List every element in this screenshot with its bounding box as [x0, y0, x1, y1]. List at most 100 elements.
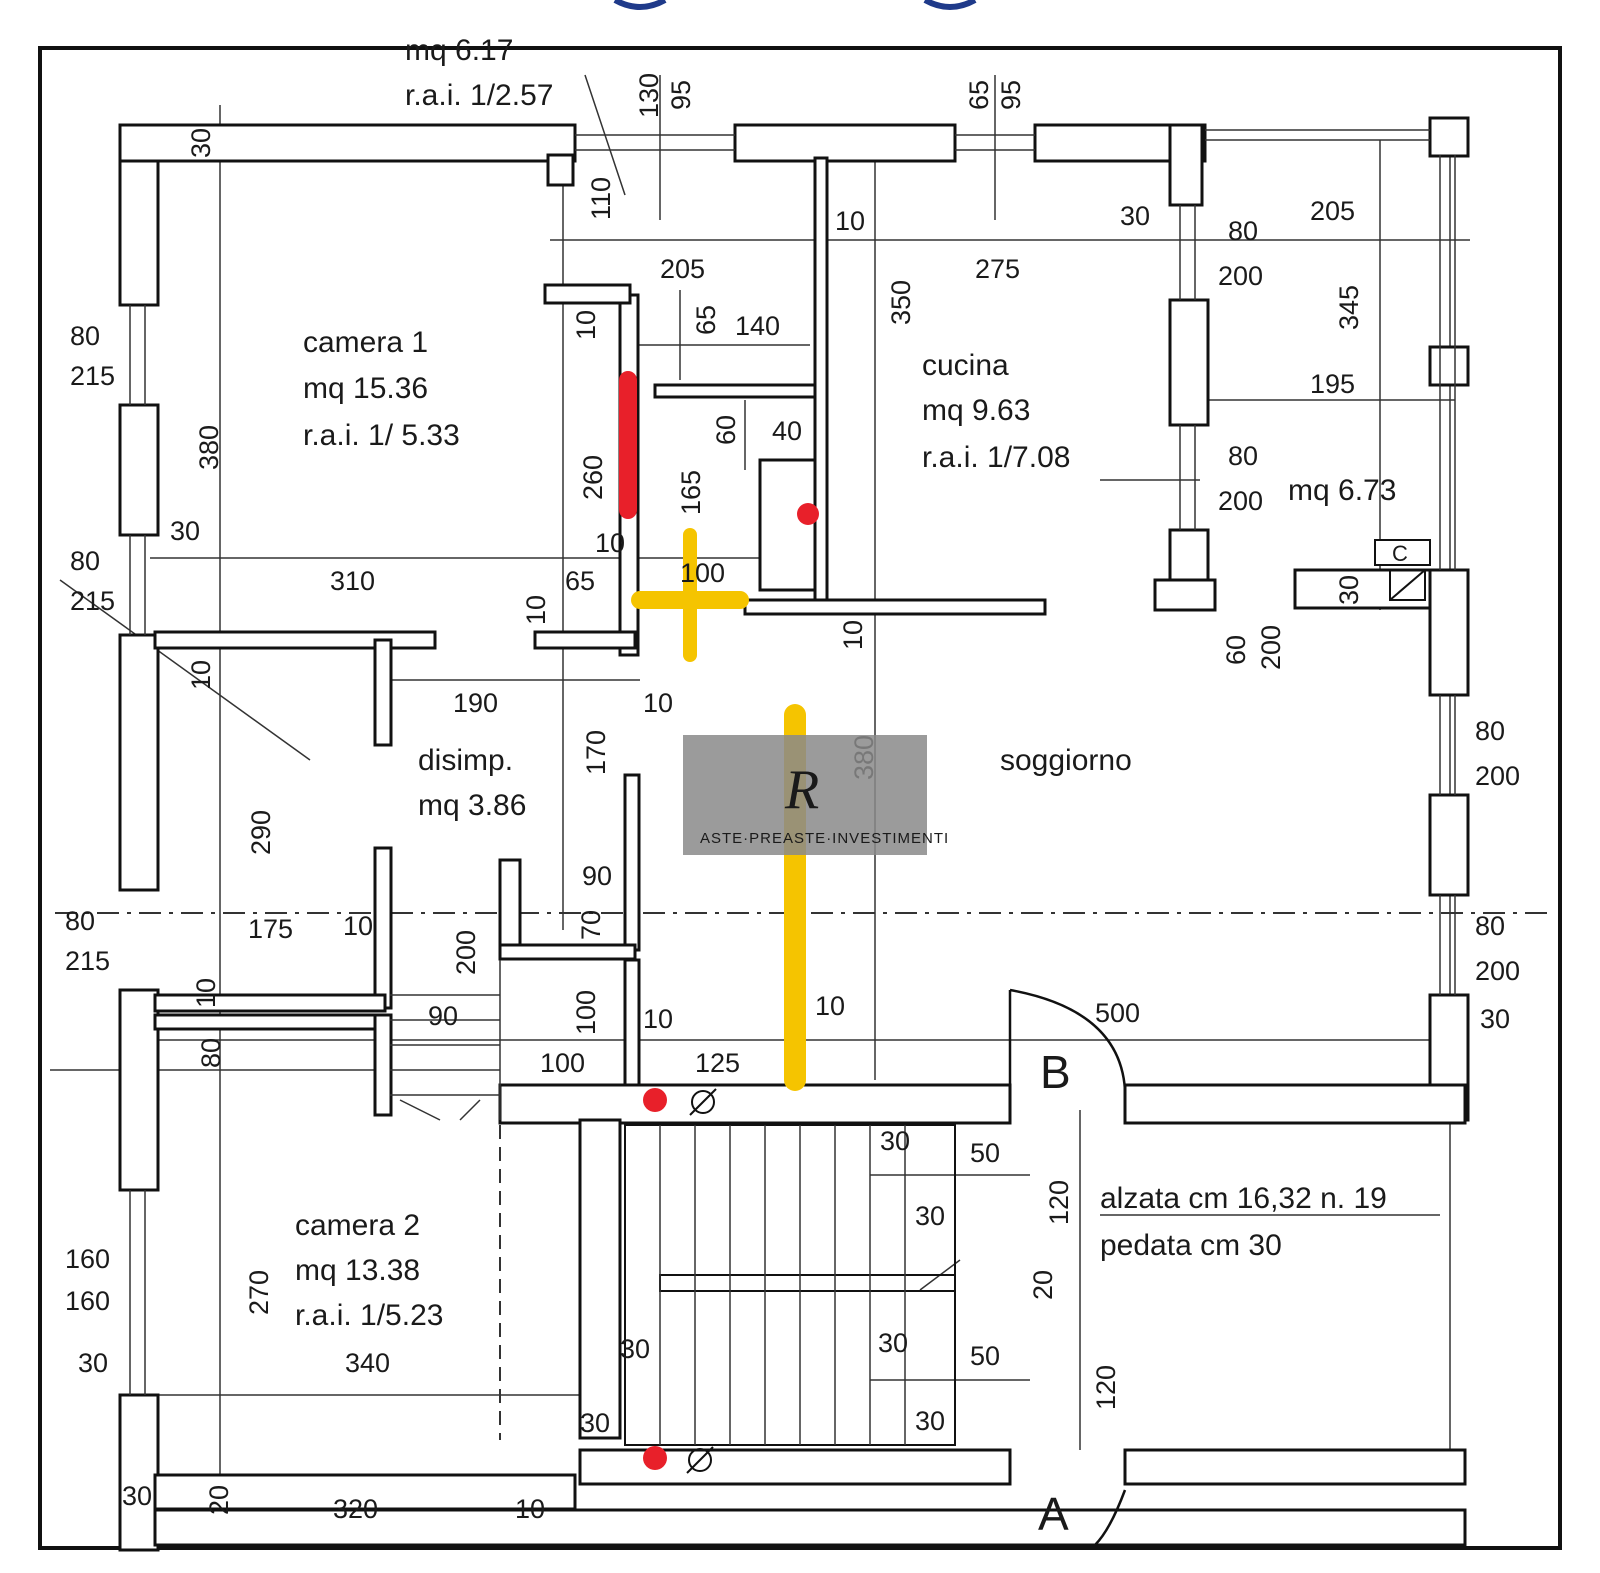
door-swing-b [1009, 988, 1127, 1091]
windows [129, 129, 1456, 1395]
dimension-label: 65 [691, 305, 721, 335]
dimension-label: 80 [1228, 216, 1258, 246]
dimension-label: 10 [343, 911, 373, 941]
dimension-label: 200 [1256, 625, 1286, 670]
dimension-label: 30 [880, 1126, 910, 1156]
diameter-symbol-1 [689, 1088, 717, 1116]
dimension-label: 205 [1310, 196, 1355, 226]
marker-a: A [1038, 1488, 1069, 1540]
stairs-pedata: pedata cm 30 [1100, 1229, 1282, 1262]
dimension-label: 95 [996, 80, 1026, 110]
dimension-label: 215 [70, 361, 115, 391]
dimension-label: 205 [660, 254, 705, 284]
dimension-label: 290 [246, 810, 276, 855]
camera1-rai: r.a.i. 1/ 5.33 [303, 419, 460, 452]
diameter-symbol-2 [686, 1446, 714, 1474]
dimension-label: 190 [453, 688, 498, 718]
dimension-label: 30 [1334, 575, 1364, 605]
dimension-label: 350 [886, 280, 916, 325]
main-staircase [624, 1124, 956, 1446]
dimension-label: 10 [191, 978, 221, 1008]
dimension-label: 165 [676, 470, 706, 515]
dimension-label: 500 [1095, 998, 1140, 1028]
dimension-label: 90 [428, 1001, 458, 1031]
dimension-label: 160 [65, 1244, 110, 1274]
dimension-label: 195 [1310, 369, 1355, 399]
dimension-label: 260 [578, 455, 608, 500]
dimension-label: 120 [1044, 1180, 1074, 1225]
dimension-label: 130 [634, 73, 664, 118]
room-labels: camera 1 mq 15.36 r.a.i. 1/ 5.33 cucina … [295, 34, 1408, 1540]
dimension-label: 345 [1334, 285, 1364, 330]
watermark-text: ASTE·PREASTE·INVESTIMENTI [700, 830, 949, 847]
dimension-label: 110 [586, 177, 616, 220]
dimension-label: 310 [330, 566, 375, 596]
boiler-box-diagonal [1389, 569, 1426, 601]
dimension-label: 10 [643, 1004, 673, 1034]
c-marker-box [1374, 539, 1431, 566]
watermark-logo-icon: R [784, 759, 819, 821]
dimension-label: 10 [186, 660, 216, 690]
dimension-label: 270 [244, 1270, 274, 1315]
marker-point-2 [643, 1088, 667, 1112]
camera1-area: mq 15.36 [303, 372, 428, 405]
disimp-name: disimp. [418, 744, 513, 777]
dimension-label: 80 [70, 321, 100, 351]
dimension-label: 200 [1475, 956, 1520, 986]
dimension-label: 80 [196, 1038, 226, 1068]
dimension-label: 125 [695, 1048, 740, 1078]
boiler-box [1389, 569, 1426, 601]
dimension-label: 200 [1218, 261, 1263, 291]
marker-c: C [1392, 541, 1408, 566]
camera2-area: mq 13.38 [295, 1254, 420, 1287]
watermark-background [683, 735, 927, 855]
dimension-label: 20 [204, 1485, 234, 1515]
dimension-label: 10 [515, 1494, 545, 1524]
dimension-label: 30 [915, 1201, 945, 1231]
dimension-label: 30 [915, 1406, 945, 1436]
watermark: R ASTE·PREASTE·INVESTIMENTI [683, 735, 949, 855]
marker-point-1 [797, 503, 819, 525]
dimension-label: 120 [1091, 1365, 1121, 1410]
dimension-label: 30 [878, 1328, 908, 1358]
dimension-label: 200 [451, 930, 481, 975]
dimension-label: 80 [1475, 716, 1505, 746]
dimension-label: 275 [975, 254, 1020, 284]
dimension-label: 10 [571, 310, 601, 340]
camera1-name: camera 1 [303, 326, 428, 359]
dimension-label: 30 [122, 1481, 152, 1511]
dimension-label: 80 [1228, 441, 1258, 471]
dimension-label: 90 [582, 861, 612, 891]
dimension-label: 20 [1028, 1270, 1058, 1300]
disimp-area: mq 3.86 [418, 789, 526, 822]
dimension-label: 70 [576, 910, 606, 940]
dimension-label: 80 [70, 546, 100, 576]
dimension-label: 100 [680, 558, 725, 588]
dimension-label: 160 [65, 1286, 110, 1316]
dimension-label: 175 [248, 914, 293, 944]
cucina-area: mq 9.63 [922, 394, 1030, 427]
walls [118, 116, 1470, 1552]
soggiorno-name: soggiorno [1000, 744, 1132, 777]
dimension-label: 215 [65, 946, 110, 976]
dimension-label: 380 [194, 425, 224, 470]
dimension-label: 65 [964, 80, 994, 110]
cucina-name: cucina [922, 349, 1009, 382]
camera2-name: camera 2 [295, 1209, 420, 1242]
dimension-label: 80 [1475, 911, 1505, 941]
dimension-label: 200 [1218, 486, 1263, 516]
dimension-label: 30 [78, 1348, 108, 1378]
top-room-area: mq 6.17 [405, 34, 513, 67]
dimension-label: 100 [540, 1048, 585, 1078]
cucina-rai: r.a.i. 1/7.08 [922, 441, 1070, 474]
dimension-label: 30 [186, 128, 216, 158]
marker-point-3 [643, 1446, 667, 1470]
dimension-label: 80 [65, 906, 95, 936]
door-swing-a [1094, 1489, 1127, 1546]
marker-b: B [1040, 1046, 1071, 1098]
dimension-label: 30 [170, 516, 200, 546]
dimension-label: 10 [521, 595, 551, 625]
dimension-label: 10 [815, 991, 845, 1021]
dimension-label: 10 [835, 206, 865, 236]
